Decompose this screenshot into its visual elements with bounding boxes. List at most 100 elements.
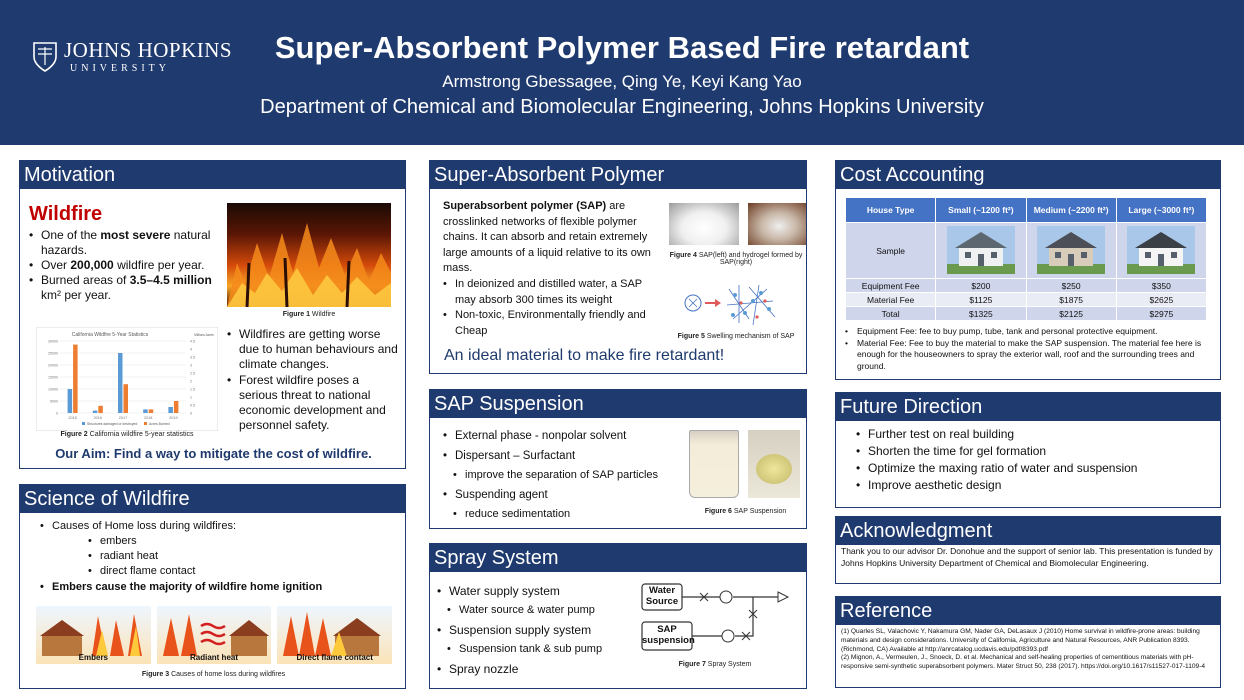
sap-bullets: In deionized and distilled water, a SAP … [443,277,665,339]
chart-frame [36,327,218,431]
direct-flame-image: Direct flame contact [277,606,393,664]
y2-tick-label: 3 [190,364,192,368]
motivation-heading: Motivation [20,161,405,189]
y-tick-label: 0 [56,412,58,416]
figure3-caption: Figure 3 Causes of home loss during wild… [141,671,286,678]
figure7-caption: Figure 7 Spray System [678,661,752,668]
y2-tick-label: 0.5 [190,404,195,408]
y2-tick-label: 4.5 [190,340,195,344]
science-bullets-2: Embers cause the majority of wildfire ho… [40,580,322,595]
cost-cell: $1875 [1025,292,1117,307]
ack-heading: Acknowledgment [836,517,1220,545]
suspension-item: External phase - nonpolar solvent [443,426,693,446]
cost-header: Small (~1200 ft²) [935,197,1027,223]
y2-tick-label: 1.5 [190,388,195,392]
embers-image: Embers [36,606,151,664]
chart-y2-label: Millions Acres [194,333,214,337]
suspension-item: improve the separation of SAP particles [453,466,693,485]
cost-cell: $1125 [935,292,1027,307]
cost-header: Medium (~2200 ft²) [1025,197,1117,223]
chart-bar [143,409,148,413]
motivation-bullet: Burned areas of 3.5–4.5 million km² per … [29,273,225,303]
ref-item: (1) Quarles SL, Valachovic Y, Nakamura G… [841,628,1200,653]
science-sub-bullet: embers [88,534,195,549]
science-heading: Science of Wildfire [20,485,405,513]
science-sub-bullet: direct flame contact [88,564,195,579]
y-tick-label: 20000 [48,364,58,368]
cost-heading: Cost Accounting [836,161,1220,189]
future-item: Improve aesthetic design [856,477,1137,494]
legend-label: Acres Burned [149,422,170,426]
x-tick-label: 2015 [68,416,76,420]
cost-cell: $2125 [1025,306,1117,321]
wildfire-chart: California Wildfire 5-Year Statistics Mil… [36,327,218,431]
spray-heading: Spray System [430,544,806,572]
y-tick-label: 25000 [48,352,58,356]
cost-cell: $250 [1025,278,1117,293]
motivation-bullet: Over 200,000 wildfire per year. [29,258,225,273]
cost-cell: $350 [1115,278,1208,293]
future-bullets: Further test on real buildingShorten the… [856,426,1137,494]
ref-heading: Reference [836,597,1220,625]
spray-item: Suspension supply system [437,620,637,640]
motivation-bullet: Forest wildfire poses a serious threat t… [227,373,401,433]
ack-text: Thank you to our advisor Dr. Donohue and… [841,546,1213,568]
legend-swatch [144,422,147,425]
cost-cell: Equipment Fee [844,278,937,293]
swelling-diagram [684,284,776,326]
cost-header: Large (~3000 ft²) [1115,197,1208,223]
suspension-panel: SAP Suspension External phase - nonpolar… [429,389,807,529]
science-sub-bullets: embersradiant heatdirect flame contact [88,534,195,579]
x-tick-label: 2017 [119,416,127,420]
image-label: Radiant heat [190,653,239,662]
cost-notes: Equipment Fee: fee to buy pump, tube, ta… [845,326,1210,372]
sap-panel: Super-Absorbent Polymer Superabsorbent p… [429,160,807,374]
sap-heading: Super-Absorbent Polymer [430,161,806,189]
science-bullet: Causes of Home loss during wildfires: [40,519,236,534]
chart-bar [118,353,123,413]
suspension-item: Dispersant – Surfactant [443,446,693,466]
figure1-caption: Figure 1 Wildfire [282,311,336,318]
our-aim: Our Aim: Find a way to mitigate the cost… [55,446,372,461]
y-tick-label: 15000 [48,376,58,380]
suspension-beaker-photo [689,430,739,498]
house-sample-image [1115,222,1208,279]
ref-panel: Reference (1) Quarles SL, Valachovic Y, … [835,596,1221,688]
y2-tick-label: 3.5 [190,356,195,360]
science-bullet: Embers cause the majority of wildfire ho… [40,580,322,595]
spray-item: Water supply system [437,581,637,601]
wildfire-subheading: Wildfire [29,203,103,225]
motivation-bullet: One of the most severe natural hazards. [29,228,225,258]
science-panel: Science of Wildfire Causes of Home loss … [19,484,406,689]
image-label: Direct flame contact [296,653,373,662]
cost-cell: $2625 [1115,292,1208,307]
cost-cell: Material Fee [844,292,937,307]
department: Department of Chemical and Biomolecular … [260,96,984,118]
motivation-bullets-2: Wildfires are getting worse due to human… [227,327,401,434]
radiant-heat-image: Radiant heat [156,606,272,664]
suspension-item: reduce sedimentation [453,505,693,524]
gel-jar-photo [748,430,800,498]
chart-bar [168,407,173,413]
future-item: Shorten the time for gel formation [856,443,1137,460]
spray-diagram [641,583,790,651]
spray-panel: Spray System Water supply systemWater so… [429,543,807,689]
cost-header: House Type [844,197,937,223]
ack-panel: Acknowledgment Thank you to our advisor … [835,516,1221,584]
house-sample-image [935,222,1027,279]
cost-cell: $200 [935,278,1027,293]
future-item: Optimize the maxing ratio of water and s… [856,460,1137,477]
chart-bar [92,410,98,413]
authors: Armstrong Gbessagee, Qing Ye, Keyi Kang … [442,72,802,91]
chart-bar [148,409,154,413]
chart-bar [98,405,103,413]
logo-name: JOHNS HOPKINS [64,38,233,62]
chart-title: California Wildfire 5-Year Statistics [72,332,149,338]
chart-bar [173,401,179,413]
poster-title: Super-Absorbent Polymer Based Fire retar… [274,30,970,65]
sap-bullet: Non-toxic, Environmentally friendly and … [443,308,665,339]
future-panel: Future Direction Further test on real bu… [835,392,1221,508]
cost-cell: Total [844,306,937,321]
